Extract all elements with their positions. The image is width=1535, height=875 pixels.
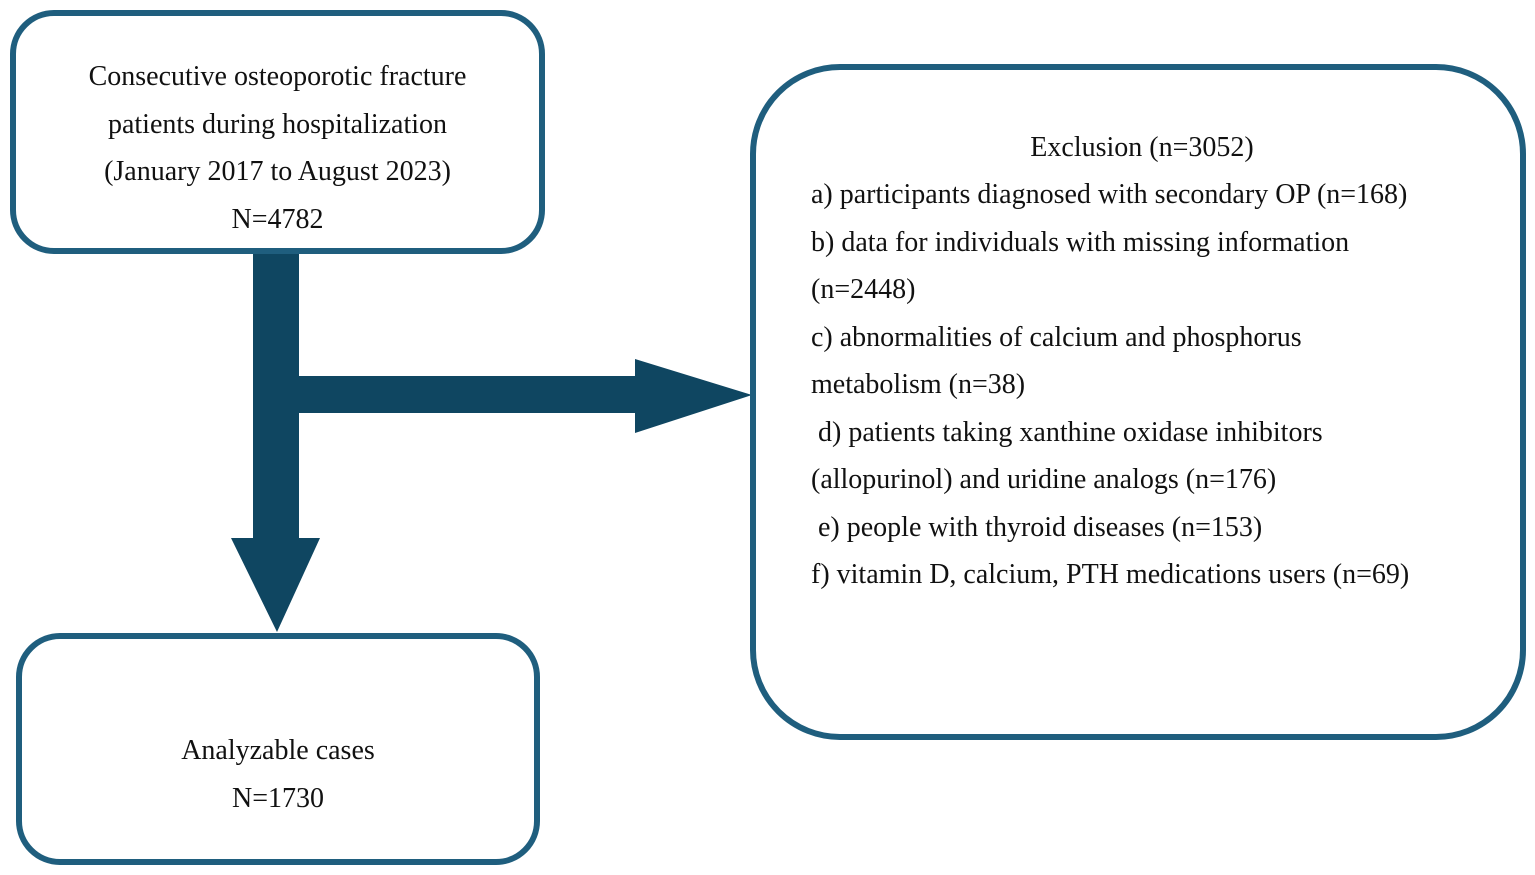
exclusion-line: e) people with thyroid diseases (n=153) [811,511,1263,543]
enrollment-line-3: (January 2017 to August 2023) [104,156,451,187]
analyzable-box: Analyzable cases N=1730 [16,633,540,865]
down-arrow [231,254,320,632]
exclusion-line: c) abnormalities of calcium and phosphor… [811,321,1302,353]
enrollment-box: Consecutive osteoporotic fracture patien… [10,10,545,254]
exclusion-line: metabolism (n=38) [811,369,1026,400]
exclusion-title: Exclusion (n=3052) [1030,132,1254,163]
right-arrow [299,359,752,433]
enrollment-line-2: patients during hospitalization [107,108,448,140]
exclusion-line: f) vitamin D, calcium, PTH medications u… [811,559,1410,590]
exclusion-line: d) patients taking xanthine oxidase inhi… [811,416,1323,448]
exclusion-line: (n=2448) [811,274,916,305]
enrollment-count: N=4782 [231,203,324,235]
exclusion-box: Exclusion (n=3052) a) participants diagn… [750,64,1526,740]
analyzable-label: Analyzable cases [181,735,375,766]
exclusion-line: b) data for individuals with missing inf… [811,226,1350,258]
analyzable-text: Analyzable cases N=1730 [22,727,534,822]
exclusion-line: (allopurinol) and uridine analogs (n=176… [811,464,1277,495]
exclusion-line: a) participants diagnosed with secondary… [811,179,1408,210]
enrollment-line-1: Consecutive osteoporotic fracture [88,61,467,92]
exclusion-criteria-list: a) participants diagnosed with secondary… [811,171,1511,599]
enrollment-text: Consecutive osteoporotic fracture patien… [16,53,539,243]
analyzable-count: N=1730 [231,782,324,814]
